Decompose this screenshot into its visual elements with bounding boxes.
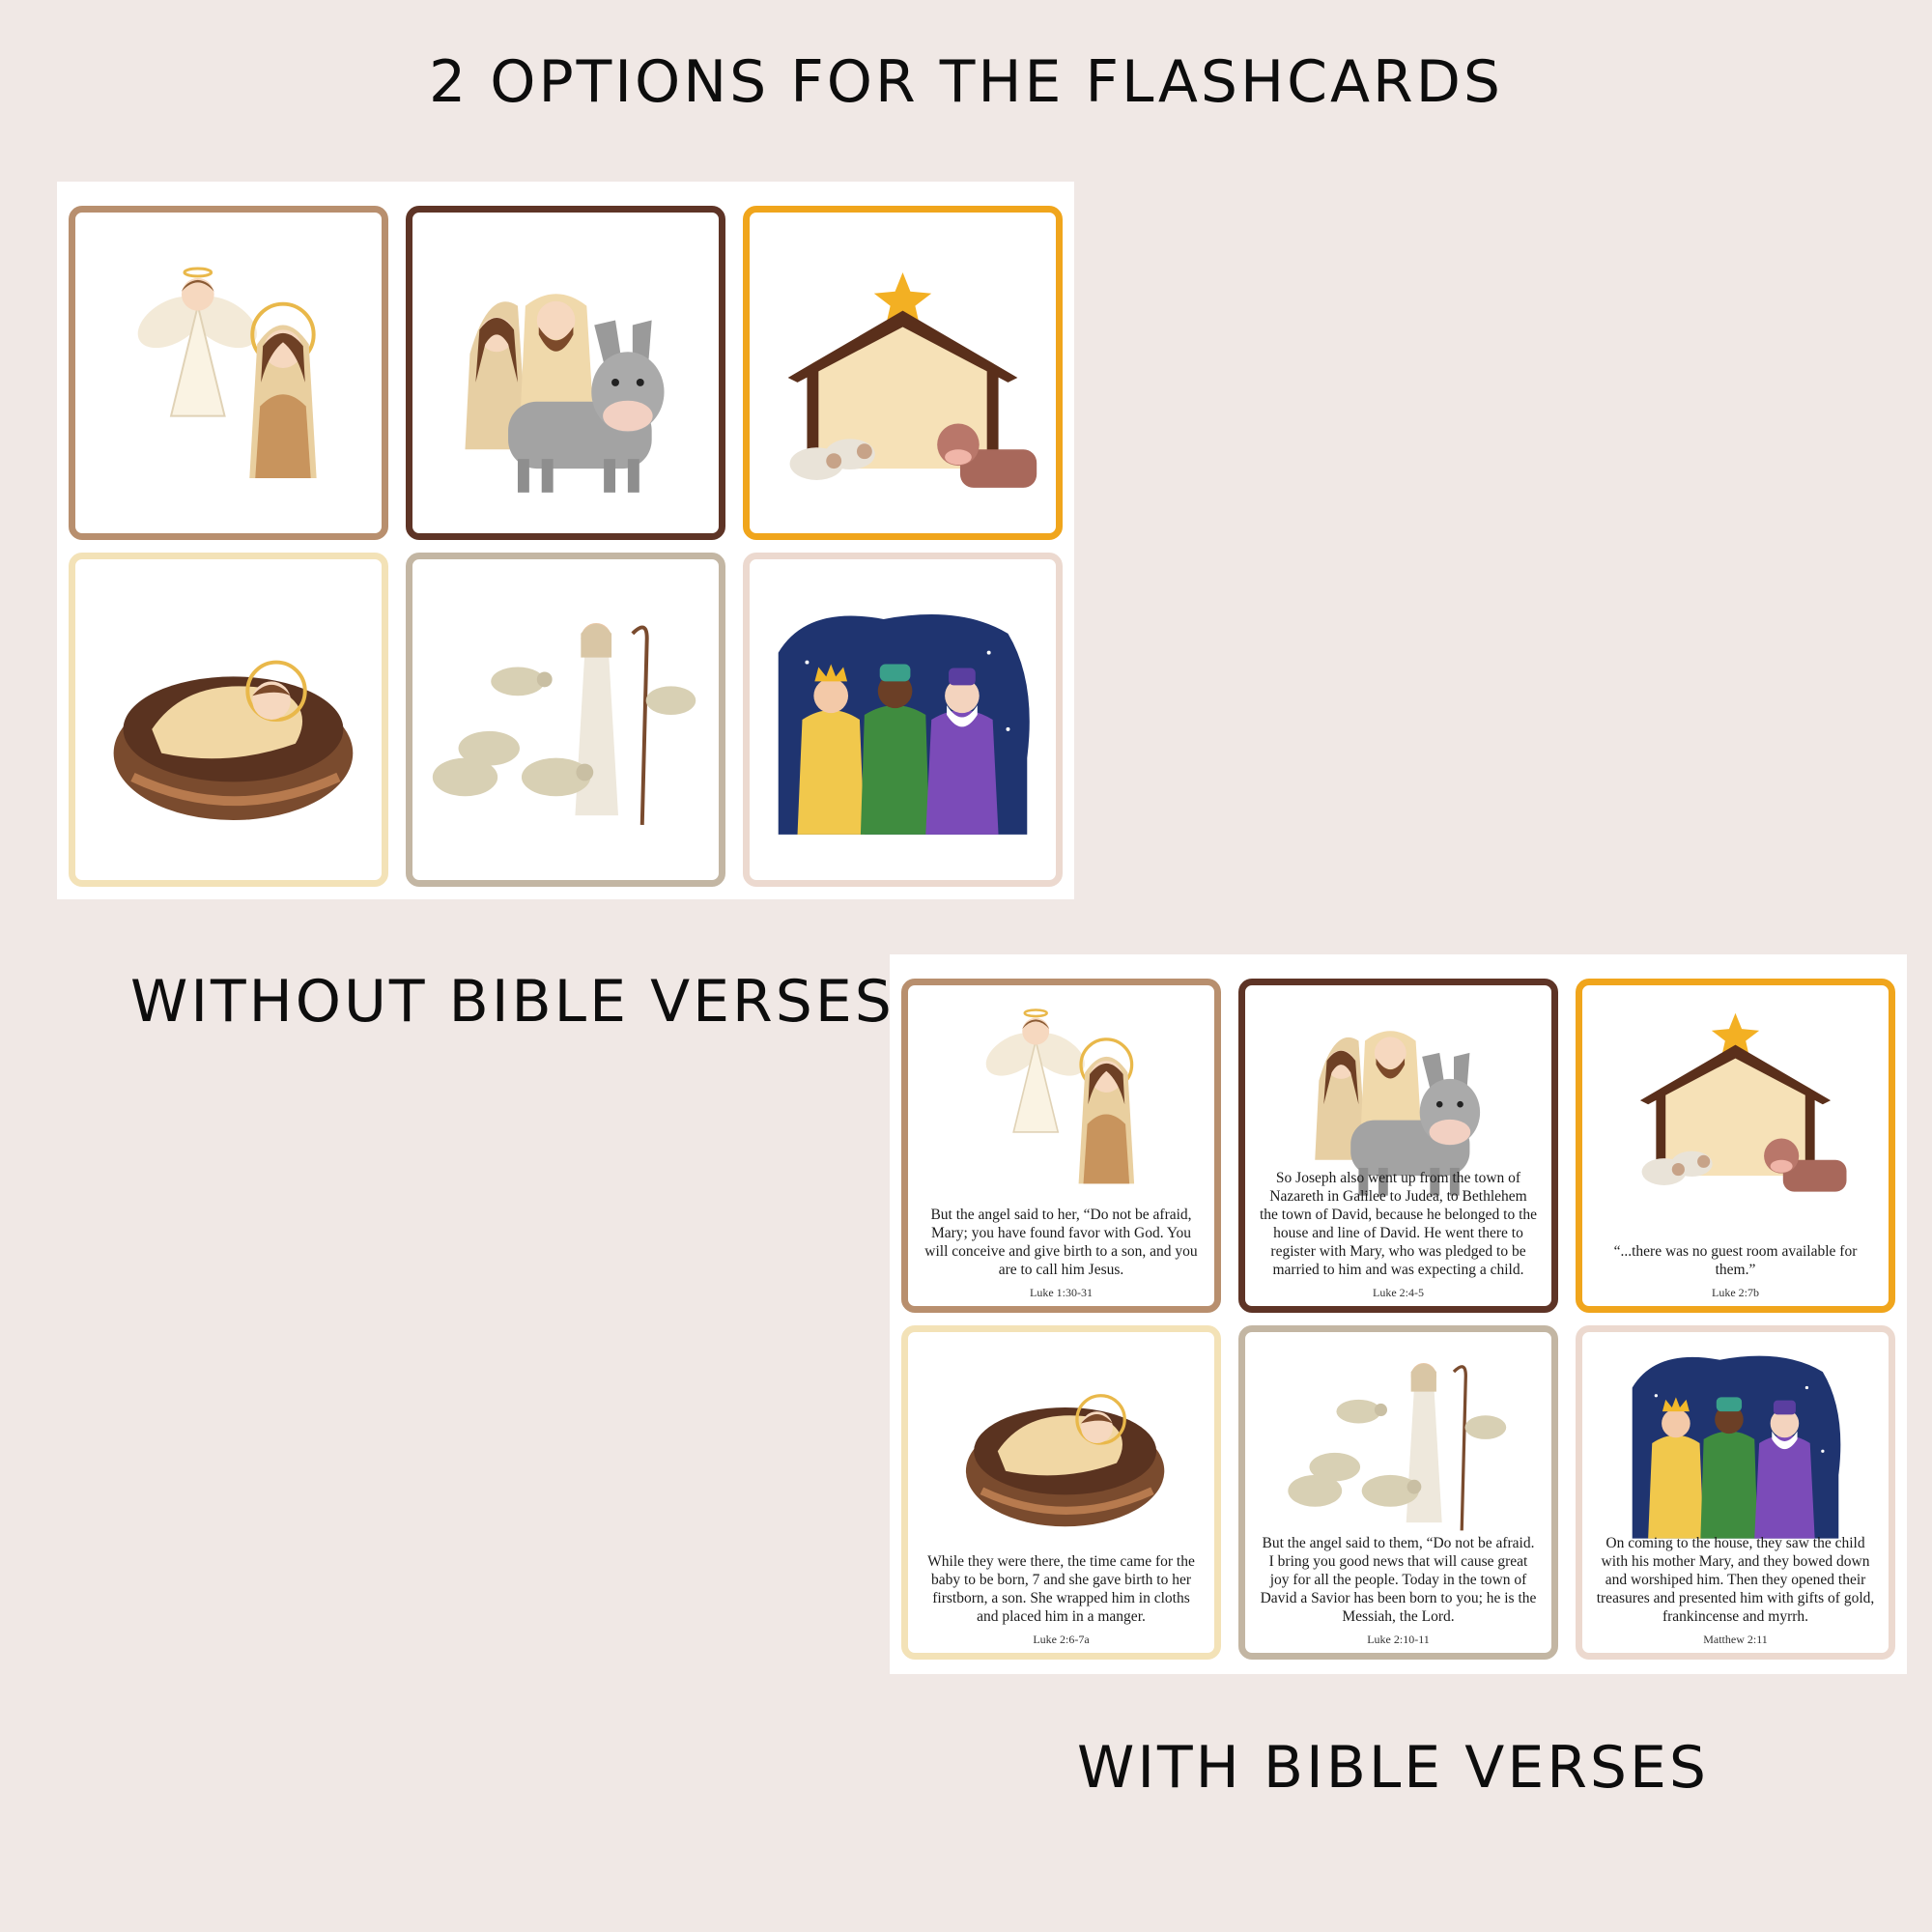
plain-card-joseph-mary-donkey xyxy=(406,206,725,540)
flashcards-without-verses-sheet xyxy=(57,182,1074,899)
baby-in-manger-illustration xyxy=(113,660,354,821)
verse-reference: Matthew 2:11 xyxy=(1703,1633,1768,1646)
baby-in-manger-illustration xyxy=(965,1394,1165,1527)
stable-with-star-illustration xyxy=(787,271,1037,488)
verse-reference: Luke 1:30-31 xyxy=(1030,1286,1093,1299)
verse-card-shepherd-and-sheep: But the angel said to them, “Do not be a… xyxy=(1238,1325,1558,1660)
verse-text: On coming to the house, they saw the chi… xyxy=(1596,1534,1875,1625)
without-verses-label: WITHOUT BIBLE VERSES xyxy=(130,968,895,1036)
plain-card-stable-with-star xyxy=(743,206,1063,540)
page-title: 2 OPTIONS FOR THE FLASHCARDS xyxy=(429,48,1503,116)
verse-reference: Luke 2:6-7a xyxy=(1033,1633,1090,1646)
verse-card-angel-and-mary: But the angel said to her, “Do not be af… xyxy=(901,979,1221,1313)
verse-card-three-wise-men: On coming to the house, they saw the chi… xyxy=(1576,1325,1895,1660)
plain-card-baby-in-manger xyxy=(69,553,388,887)
joseph-mary-donkey-illustration xyxy=(1315,1031,1481,1196)
shepherd-and-sheep-illustration xyxy=(1288,1363,1507,1531)
three-wise-men-illustration xyxy=(778,614,1030,835)
verse-card-joseph-mary-donkey: So Joseph also went up from the town of … xyxy=(1238,979,1558,1313)
angel-and-mary-illustration xyxy=(137,267,317,478)
verse-text: But the angel said to them, “Do not be a… xyxy=(1260,1534,1537,1625)
plain-card-angel-and-mary xyxy=(69,206,388,540)
stable-with-star-illustration xyxy=(1639,1012,1847,1192)
joseph-mary-donkey-illustration xyxy=(465,294,665,493)
shepherd-and-sheep-illustration xyxy=(432,622,696,826)
verse-text: “...there was no guest room available fo… xyxy=(1613,1242,1858,1278)
plain-card-three-wise-men xyxy=(743,553,1063,887)
flashcards-with-verses-sheet: But the angel said to her, “Do not be af… xyxy=(890,954,1907,1674)
with-verses-label: WITH BIBLE VERSES xyxy=(1077,1734,1710,1802)
verse-reference: Luke 2:10-11 xyxy=(1367,1633,1430,1646)
verse-card-stable-with-star: “...there was no guest room available fo… xyxy=(1576,979,1895,1313)
plain-card-shepherd-and-sheep xyxy=(406,553,725,887)
angel-and-mary-illustration xyxy=(985,1009,1135,1184)
verse-text: So Joseph also went up from the town of … xyxy=(1259,1169,1538,1278)
verse-card-baby-in-manger: While they were there, the time came for… xyxy=(901,1325,1221,1660)
verse-text: While they were there, the time came for… xyxy=(927,1552,1195,1625)
verse-reference: Luke 2:4-5 xyxy=(1373,1286,1424,1299)
verse-reference: Luke 2:7b xyxy=(1712,1286,1759,1299)
three-wise-men-illustration xyxy=(1632,1355,1841,1539)
verse-text: But the angel said to her, “Do not be af… xyxy=(924,1206,1198,1278)
